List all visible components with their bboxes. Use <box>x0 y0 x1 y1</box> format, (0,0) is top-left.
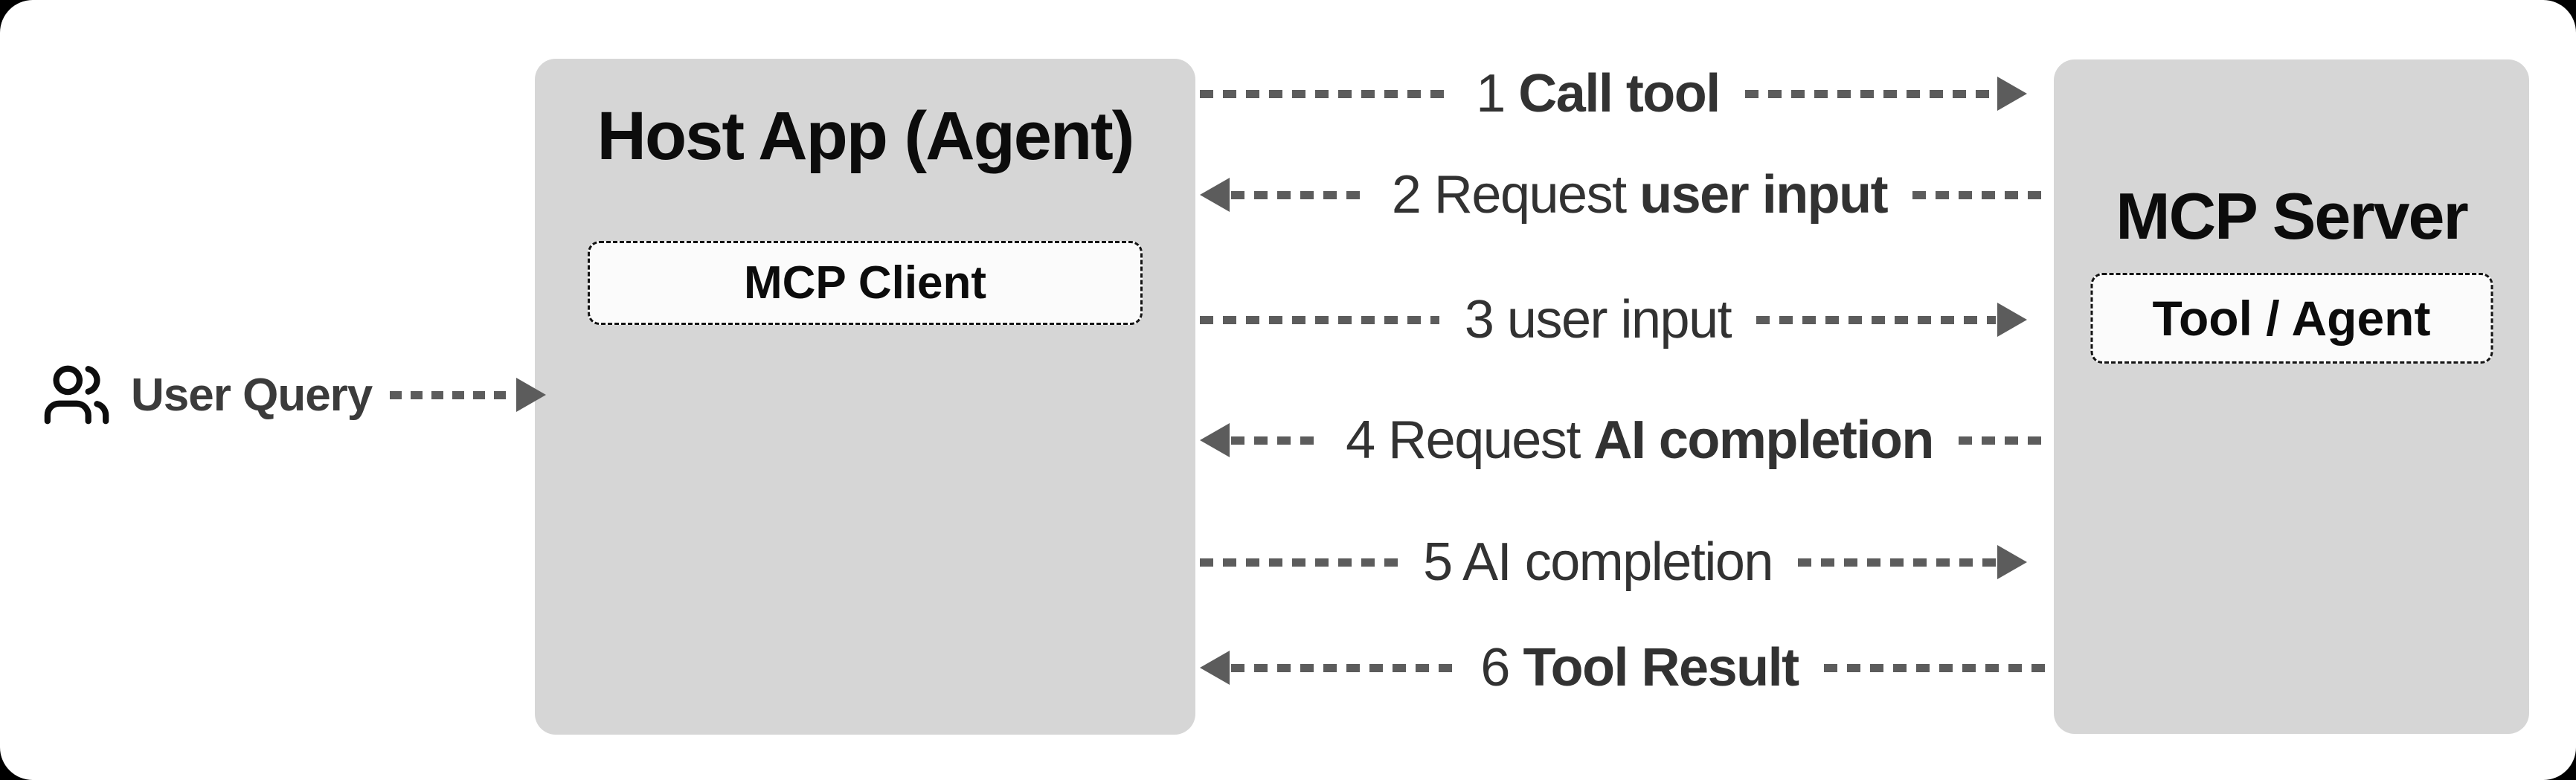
left-arrowhead-icon <box>1200 651 1230 685</box>
dashed-line <box>1912 190 2048 199</box>
user-query-arrowhead-icon <box>516 378 547 412</box>
left-arrowhead-icon <box>1200 423 1230 457</box>
dashed-line <box>1231 663 1456 672</box>
right-arrowhead-icon <box>1997 545 2028 579</box>
arrow-ai-completion: 5 AI completion <box>1200 532 2048 592</box>
user-query-label: User Query <box>131 369 373 421</box>
dashed-line <box>1823 663 2049 672</box>
message-arrows: 1 Call tool 2 Request user input 3 user … <box>1200 0 2049 780</box>
mcp-client-pill: MCP Client <box>588 241 1143 325</box>
mcp-client-label: MCP Client <box>743 257 987 309</box>
user-query-dashed-line <box>390 390 515 399</box>
tool-agent-label: Tool / Agent <box>2152 291 2431 346</box>
arrow-label: 2 Request user input <box>1391 165 1889 225</box>
dashed-line <box>1958 436 2048 445</box>
left-arrowhead-icon <box>1200 178 1230 212</box>
dashed-line <box>1200 315 1439 324</box>
right-arrowhead-icon <box>1997 303 2027 337</box>
arrow-request-user-input: 2 Request user input <box>1200 165 2048 225</box>
user-query-group: User Query <box>42 359 547 431</box>
arrow-label: 5 AI completion <box>1423 532 1773 592</box>
right-arrowhead-icon <box>1997 77 2028 111</box>
arrow-label: 6 Tool Result <box>1480 638 1799 697</box>
mcp-server-box: MCP Server Tool / Agent <box>2054 59 2529 734</box>
host-app-title: Host App (Agent) <box>597 98 1135 174</box>
dashed-line <box>1797 558 1997 567</box>
arrow-call-tool: 1 Call tool <box>1200 64 2048 123</box>
arrow-request-ai-completion: 4 Request AI completion <box>1200 410 2048 470</box>
arrow-label: 3 user input <box>1464 290 1732 349</box>
arrow-label: 1 Call tool <box>1476 64 1721 123</box>
dashed-line <box>1200 89 1451 98</box>
mcp-server-title: MCP Server <box>2116 179 2468 253</box>
dashed-line <box>1231 436 1321 445</box>
host-app-box: Host App (Agent) MCP Client <box>535 59 1195 735</box>
dashed-line <box>1744 89 1997 98</box>
users-icon <box>44 365 109 425</box>
tool-agent-pill: Tool / Agent <box>2090 273 2493 364</box>
arrow-user-input: 3 user input <box>1200 290 2048 349</box>
dashed-line <box>1200 558 1398 567</box>
arrow-label: 4 Request AI completion <box>1346 410 1934 470</box>
arrow-tool-result: 6 Tool Result <box>1200 638 2049 697</box>
dashed-line <box>1231 190 1366 199</box>
dashed-line <box>1756 315 1996 324</box>
